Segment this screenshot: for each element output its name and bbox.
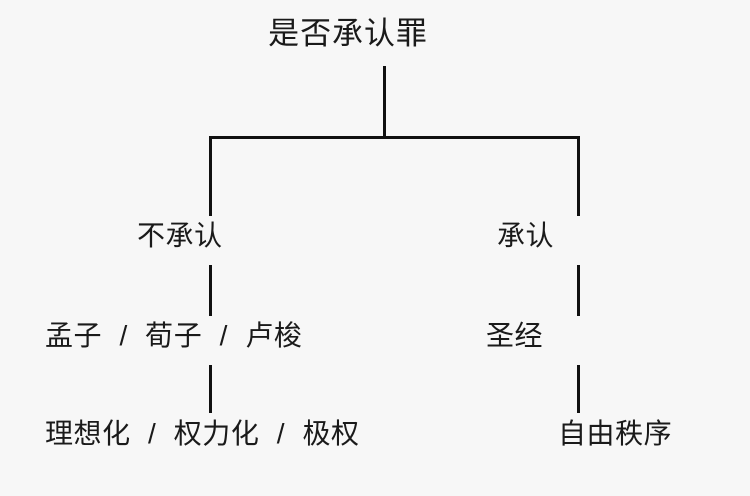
separator-slash: / (119, 320, 128, 351)
edge-root-to-deny (209, 136, 212, 216)
node-deny-thinker-2: 荀子 (145, 320, 203, 351)
node-deny-label: 不承认 (137, 220, 223, 251)
edge-thinkers-to-outcome (209, 365, 212, 413)
node-deny-outcome-3: 极权 (302, 418, 360, 449)
node-root: 是否承认罪 (0, 18, 750, 49)
separator-slash: / (219, 320, 228, 351)
node-deny: 不承认 (137, 222, 223, 250)
edge-source-to-outcome (577, 365, 580, 413)
node-admit-source-label: 圣经 (486, 320, 544, 351)
node-deny-outcome: 理想化 / 权力化 / 极权 (45, 420, 360, 448)
node-deny-thinkers: 孟子 / 荀子 / 卢梭 (45, 322, 302, 350)
separator-slash: / (148, 418, 157, 449)
node-deny-thinker-1: 孟子 (45, 320, 103, 351)
node-deny-thinker-3: 卢梭 (245, 320, 303, 351)
node-admit-label: 承认 (497, 220, 555, 251)
node-deny-outcome-1: 理想化 (45, 418, 131, 449)
edge-deny-to-thinkers (209, 265, 212, 316)
node-root-label: 是否承认罪 (268, 16, 428, 51)
node-deny-outcome-2: 权力化 (173, 418, 260, 449)
edge-root-to-admit (577, 136, 580, 216)
node-admit-outcome: 自由秩序 (558, 420, 672, 448)
edge-split-bar (209, 136, 580, 139)
edge-admit-to-source (577, 265, 580, 316)
separator-slash: / (276, 418, 286, 449)
node-admit: 承认 (497, 222, 554, 250)
node-admit-source: 圣经 (486, 322, 543, 350)
node-admit-outcome-label: 自由秩序 (558, 418, 673, 449)
edge-root-stem (383, 66, 386, 138)
